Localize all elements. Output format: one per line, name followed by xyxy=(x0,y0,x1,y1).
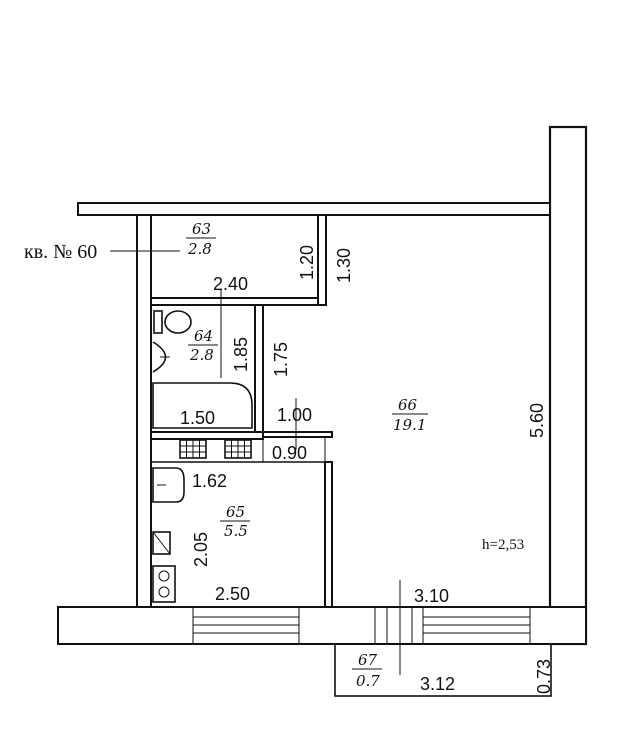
room-66-area: 19.1 xyxy=(393,416,426,434)
closet-63-right-wall xyxy=(317,214,327,306)
dim-2-40: 2.40 xyxy=(213,274,248,294)
kitchen-top-wall xyxy=(262,431,333,438)
dim-1-50: 1.50 xyxy=(180,408,215,428)
dim-5-60: 5.60 xyxy=(527,403,547,438)
vent-grille-right xyxy=(224,439,252,459)
stove xyxy=(152,565,176,603)
dim-0-90: 0.90 xyxy=(272,443,307,463)
room-66-number: 66 xyxy=(398,396,418,414)
bath-right-wall xyxy=(254,304,264,436)
toilet-tank xyxy=(153,310,163,334)
dim-3-12: 3.12 xyxy=(420,674,455,694)
top-wall xyxy=(77,202,551,216)
right-outer-wall xyxy=(548,125,588,646)
dim-1-62: 1.62 xyxy=(192,471,227,491)
room-64-area: 2.8 xyxy=(189,346,214,364)
fridge xyxy=(152,531,171,555)
dim-0-73: 0.73 xyxy=(534,659,554,694)
room-67-number: 67 xyxy=(358,651,378,669)
balcony xyxy=(334,643,552,697)
dim-2-50: 2.50 xyxy=(215,584,250,604)
room-67-area: 0.7 xyxy=(356,672,380,690)
apartment-label: кв. № 60 xyxy=(24,241,97,263)
kitchen-right-wall xyxy=(324,461,333,608)
room-65-area: 5.5 xyxy=(224,522,248,540)
dim-3-10: 3.10 xyxy=(414,586,449,606)
dim-2-05: 2.05 xyxy=(191,532,211,567)
dim-1-75: 1.75 xyxy=(271,342,291,377)
vent-grille-left xyxy=(179,439,207,459)
dim-1-30: 1.30 xyxy=(334,248,354,283)
room-63-number: 63 xyxy=(192,220,211,238)
kitchen-sink xyxy=(152,467,185,503)
room-65-number: 65 xyxy=(226,503,245,521)
left-outer-wall xyxy=(136,214,152,608)
bath-kitchen-wall xyxy=(150,431,264,440)
room-63-area: 2.8 xyxy=(187,240,212,258)
closet-63-bottom-wall xyxy=(150,297,319,306)
toilet-bowl xyxy=(164,310,192,334)
dim-1-85: 1.85 xyxy=(231,337,251,372)
ceiling-height: h=2,53 xyxy=(482,537,524,553)
room-64-number: 64 xyxy=(194,327,213,345)
bathtub xyxy=(152,382,253,429)
dim-1-20: 1.20 xyxy=(297,245,317,280)
dim-1-00: 1.00 xyxy=(277,405,312,425)
